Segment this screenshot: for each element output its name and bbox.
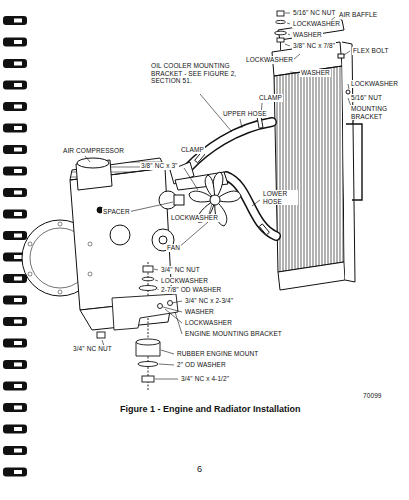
spacer	[174, 195, 184, 205]
binding-loop	[3, 360, 27, 369]
binding-loop	[3, 188, 27, 197]
part-label: CLAMP	[180, 146, 205, 154]
binding-hole	[14, 298, 22, 302]
binding-hole	[14, 19, 22, 23]
part-label: 2-7/8" OD WASHER	[160, 286, 222, 294]
part-label: 3/8" NC x 7/8"	[292, 42, 336, 50]
binding-loop	[3, 38, 27, 47]
binding-hole	[14, 255, 22, 259]
leader-lines	[85, 13, 354, 379]
part-label: 3/4" NC NUT	[72, 345, 113, 353]
part-label: FLEX BOLT	[352, 47, 389, 55]
crankcase-cover	[110, 225, 130, 245]
air-baffle	[278, 20, 344, 40]
part-label: LOCKWASHER	[350, 80, 399, 88]
binding-hole	[14, 384, 22, 388]
binding-hole	[14, 234, 22, 238]
binding-loop	[3, 102, 27, 111]
baffle-bolt-stack	[275, 11, 287, 50]
part-label: 5/16" NUT	[350, 94, 383, 102]
binding-loop	[3, 167, 27, 176]
binding-loop	[3, 145, 27, 154]
binding-hole	[14, 363, 22, 367]
binding-loop	[3, 296, 27, 305]
binding-hole	[14, 427, 22, 431]
part-label: LOCKWASHER	[292, 20, 341, 28]
part-label: 3/4" NC x 2-3/4"	[184, 297, 234, 305]
part-label: AIR BAFFLE	[338, 11, 378, 19]
binding-loop	[3, 81, 27, 90]
part-label: LOCKWASHER	[245, 56, 294, 64]
binding-loop	[3, 124, 27, 133]
binding-hole	[14, 320, 22, 324]
binding-hole	[14, 212, 22, 216]
part-label: LOWER HOSE	[262, 190, 298, 205]
binding-loop	[3, 231, 27, 240]
binding-hole	[14, 406, 22, 410]
binding-hole	[14, 148, 22, 152]
part-label: SPACER	[102, 208, 131, 216]
flex-bolt	[338, 54, 344, 58]
part-label: WASHER	[300, 69, 331, 77]
binding-hole	[14, 105, 22, 109]
binding-hole	[14, 191, 22, 195]
binding-loop	[3, 59, 27, 68]
binding-loop	[3, 446, 27, 455]
radiator-bottom-tank	[278, 262, 345, 290]
binding-hole	[14, 341, 22, 345]
part-label: CLAMP	[258, 94, 283, 102]
part-label: WASHER	[184, 308, 215, 316]
part-label: FAN	[166, 244, 181, 252]
binding-loop	[3, 317, 27, 326]
binding-loop	[3, 274, 27, 283]
binding-loop	[3, 339, 27, 348]
radiator-side	[342, 42, 355, 282]
part-label: UPPER HOSE	[222, 110, 268, 118]
binding-hole	[14, 126, 22, 130]
binding-hole	[14, 277, 22, 281]
part-label: 3/4" NC NUT	[160, 266, 201, 274]
binding-loop	[3, 425, 27, 434]
part-label: RUBBER ENGINE MOUNT	[176, 350, 259, 358]
part-label: WASHER	[292, 31, 323, 39]
part-label: MOUNTING BRACKET	[350, 105, 400, 120]
mounting-bracket	[346, 124, 362, 200]
binding-hole	[14, 470, 22, 474]
part-label: OIL COOLER MOUNTING BRACKET - SEE FIGURE…	[150, 62, 244, 85]
figure-caption: Figure 1 - Engine and Radiator Installat…	[120, 404, 301, 414]
flywheel-bolts	[28, 222, 92, 294]
drawing-number: 70099	[362, 392, 383, 400]
binding-loop	[3, 210, 27, 219]
part-label: LOCKWASHER	[160, 277, 209, 285]
part-label: 3/4" NC x 4-1/2"	[180, 375, 230, 383]
part-label: LOCKWASHER	[170, 214, 219, 222]
part-label: 2" OD WASHER	[176, 361, 227, 369]
binding-loop	[3, 16, 27, 25]
engine-mounting-bracket	[112, 294, 178, 330]
part-label: 3/8" NC x 3"	[140, 162, 179, 170]
binding-hole	[14, 83, 22, 87]
binding-hole	[14, 449, 22, 453]
page-number: 6	[196, 464, 203, 474]
binding-hole	[14, 169, 22, 173]
part-label: ENGINE MOUNTING BRACKET	[184, 330, 283, 338]
part-label: 5/16" NC NUT	[292, 9, 337, 17]
binding-loop	[3, 403, 27, 412]
radiator-core	[274, 66, 344, 272]
binding-hole	[14, 40, 22, 44]
nut	[97, 332, 105, 338]
part-label: AIR COMPRESSOR	[62, 147, 125, 155]
part-label: LOCKWASHER	[184, 319, 233, 327]
binding-loop	[3, 468, 27, 477]
binding-loop	[3, 382, 27, 391]
binding-hole	[14, 62, 22, 66]
